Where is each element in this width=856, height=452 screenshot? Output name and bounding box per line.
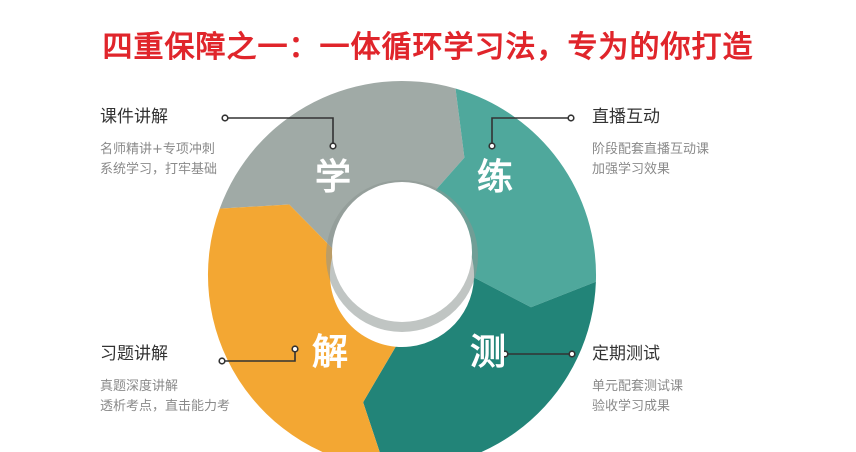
connector-dot	[329, 142, 337, 150]
segment-label-test: 测	[469, 332, 506, 373]
label-live: 直播互动 阶段配套直播互动课 加强学习效果	[592, 106, 709, 180]
label-quiz-head: 定期测试	[592, 344, 660, 364]
connector-courseware	[225, 117, 334, 146]
segment-label-learn: 学	[314, 157, 351, 198]
label-exercise-head: 习题讲解	[100, 344, 168, 364]
label-live-head: 直播互动	[592, 107, 660, 127]
inner-hole	[332, 182, 472, 322]
connector-dot	[501, 350, 509, 358]
label-exercise-desc: 真题深度讲解 透析考点，直击能力考	[100, 377, 230, 417]
label-exercise-line1: 真题深度讲解	[100, 379, 179, 394]
connector-live	[491, 117, 571, 146]
label-courseware-line2: 系统学习，打牢基础	[100, 162, 218, 177]
label-quiz: 定期测试 单元配套测试课 验收学习成果	[592, 343, 683, 417]
connector-dot	[567, 114, 575, 122]
connector-dot	[221, 114, 229, 122]
segment-label-practice: 练	[476, 157, 513, 198]
segment-practice	[421, 88, 597, 308]
label-quiz-line2: 验收学习成果	[592, 399, 671, 414]
connector-exercise	[222, 349, 296, 362]
label-exercise-line2: 透析考点，直击能力考	[100, 399, 231, 414]
label-quiz-desc: 单元配套测试课 验收学习成果	[592, 377, 683, 417]
label-live-line1: 阶段配套直播互动课	[592, 142, 710, 157]
label-courseware-line1: 名师精讲+专项冲刺	[100, 142, 215, 157]
segment-label-explain: 解	[311, 332, 348, 373]
label-exercise: 习题讲解 真题深度讲解 透析考点，直击能力考	[100, 343, 230, 417]
label-quiz-line1: 单元配套测试课	[592, 379, 684, 394]
page-title: 四重保障之一：一体循环学习法，专为的你打造	[102, 30, 754, 65]
segment-learn	[219, 80, 465, 251]
segment-test	[363, 277, 596, 452]
label-courseware: 课件讲解 名师精讲+专项冲刺 系统学习，打牢基础	[100, 106, 217, 180]
connector-dot	[291, 345, 299, 353]
segment-explain	[207, 204, 396, 452]
label-live-desc: 阶段配套直播互动课 加强学习效果	[592, 140, 709, 180]
connector-dot	[488, 142, 496, 150]
label-courseware-head: 课件讲解	[100, 107, 168, 127]
label-live-line2: 加强学习效果	[592, 162, 671, 177]
label-courseware-desc: 名师精讲+专项冲刺 系统学习，打牢基础	[100, 140, 217, 180]
connector-dot	[568, 350, 576, 358]
connector-dot	[218, 357, 226, 365]
